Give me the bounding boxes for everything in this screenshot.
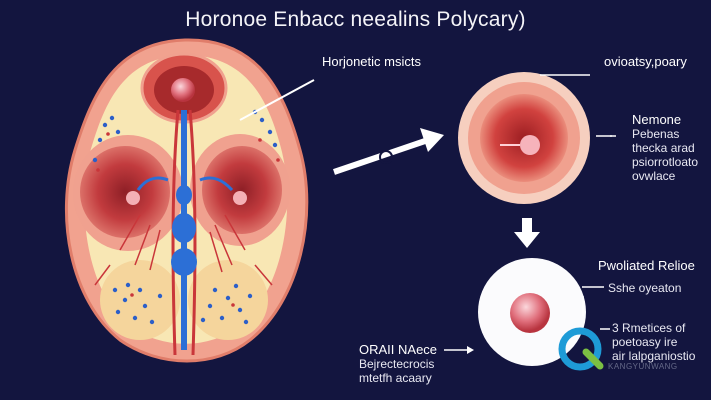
right-lower-line: poetoasy ire bbox=[612, 335, 678, 349]
ovum-circle bbox=[478, 258, 586, 366]
bottom-left-line: Bejrectecrocis bbox=[359, 357, 435, 371]
bottom-left-line: mtetfh acaary bbox=[359, 371, 432, 385]
right-info-line: thecka arad bbox=[632, 141, 695, 155]
bottom-left-line: ORAII NAece bbox=[359, 342, 438, 357]
right-info-line: ovwlace bbox=[632, 169, 676, 183]
arrow-to-follicle bbox=[333, 128, 444, 175]
label-pwoliated-relioe: Pwoliated Relioe bbox=[598, 258, 695, 273]
right-lower-block: 3 Rmetices of poetoasy ire air lalpganio… bbox=[612, 321, 695, 363]
right-info-line: psiorrotloato bbox=[632, 155, 699, 169]
follicle-magnified bbox=[458, 72, 590, 204]
label-ovary: ovioatsy,poary bbox=[604, 54, 687, 69]
right-lower-line: air lalpganiostio bbox=[612, 349, 696, 363]
right-info-block: Nemone Pebenas thecka arad psiorrotloato… bbox=[632, 112, 698, 183]
arrow-down bbox=[514, 218, 540, 248]
diagram-title: Horonoe Enbacc neealins Polycary) bbox=[185, 8, 526, 31]
organ-cross-section bbox=[64, 38, 309, 363]
watermark-logo bbox=[558, 327, 604, 371]
watermark-text: KANGYUNWANG bbox=[608, 362, 678, 371]
right-info-line: Nemone bbox=[632, 112, 682, 127]
label-sshe-oyeaton: Sshe oyeaton bbox=[608, 281, 682, 295]
right-lower-line: 3 Rmetices of bbox=[612, 321, 686, 335]
right-info-line: Pebenas bbox=[632, 127, 680, 141]
bottom-left-block: ORAII NAece Bejrectecrocis mtetfh acaary bbox=[359, 342, 437, 385]
leader-line-top bbox=[239, 79, 315, 121]
label-hormonal-insects: Horjonetic msicts bbox=[322, 54, 421, 69]
